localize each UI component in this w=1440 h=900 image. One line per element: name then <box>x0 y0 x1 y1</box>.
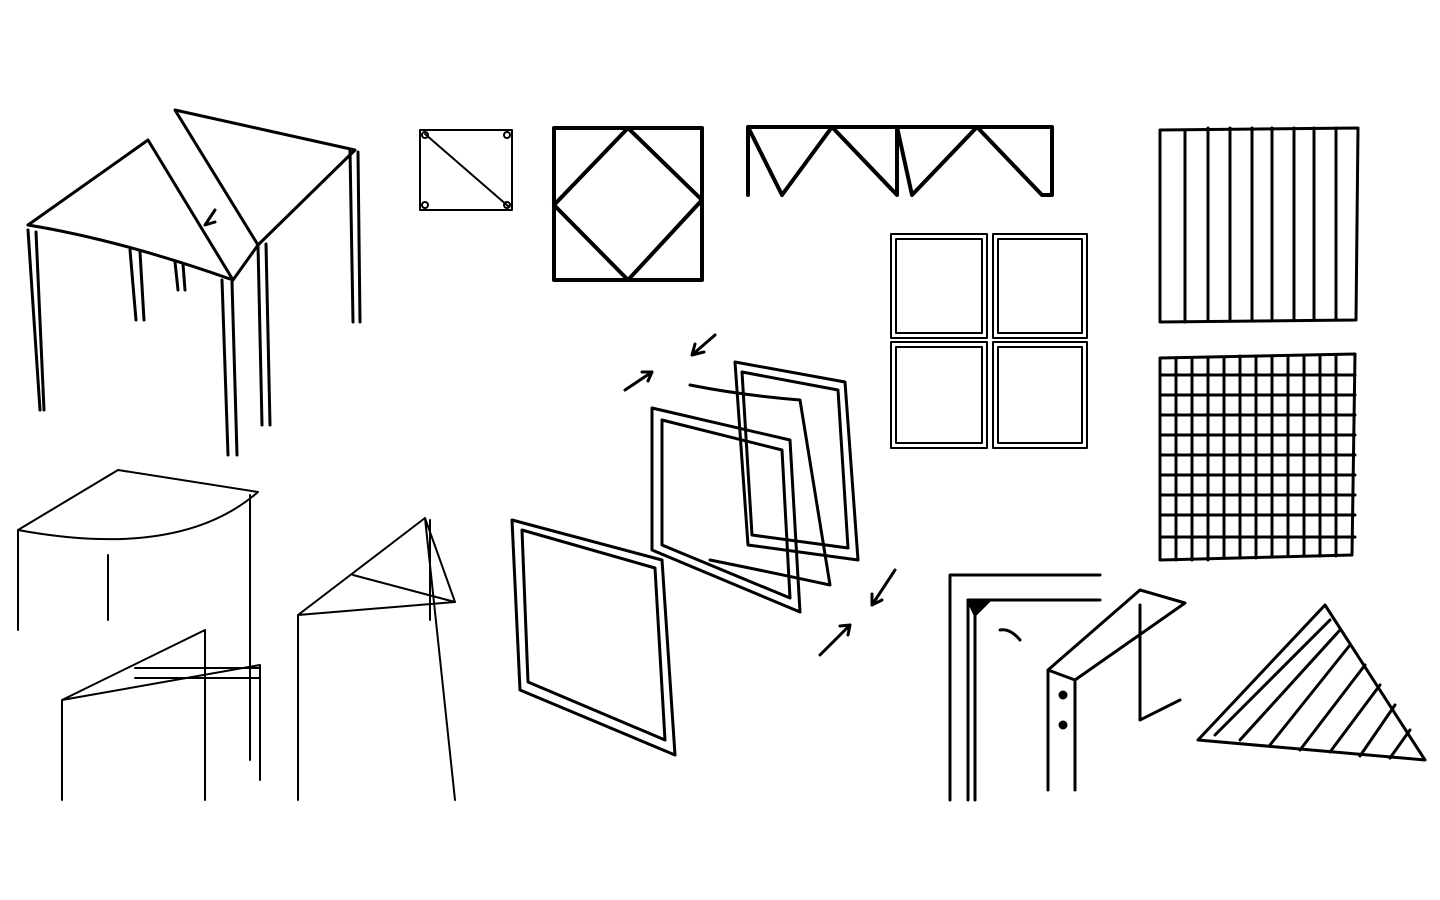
curved-canopy-sketch <box>17 469 261 801</box>
slatted-panel-sketch <box>1158 126 1360 324</box>
grid-panel-sketch <box>1158 352 1357 562</box>
triangle-canopy-sketch <box>297 517 456 801</box>
twin-gable-canopy-sketch <box>26 108 362 457</box>
four-pane-frame-sketch <box>890 233 1088 449</box>
exploded-frame-sketch <box>510 333 897 757</box>
square-sail-sketch <box>419 129 513 211</box>
diamond-frame-sketch <box>552 126 704 282</box>
beam-corner-sketch <box>948 573 1187 802</box>
pleated-triangle-sail-sketch <box>1196 603 1427 762</box>
bunting-frame-sketch <box>746 125 1054 197</box>
